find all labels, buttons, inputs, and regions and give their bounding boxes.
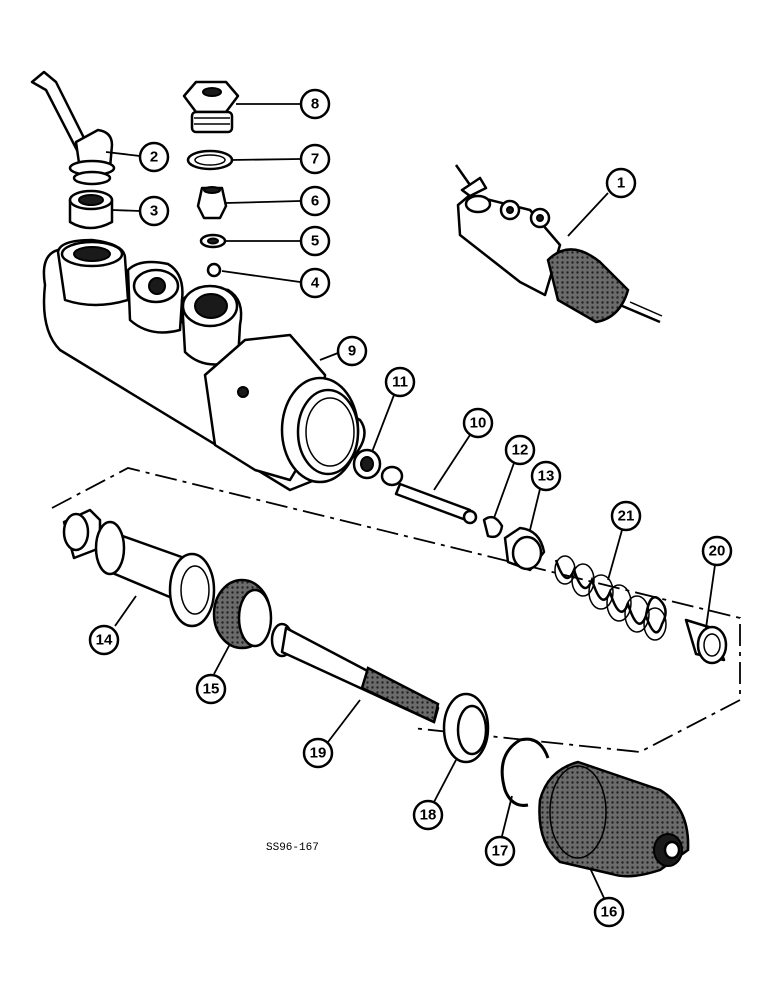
leader-lines [105, 103, 716, 899]
callout-11: 11 [384, 366, 416, 398]
part-16-boot [538, 760, 690, 878]
callout-8: 8 [299, 88, 331, 120]
callout-17: 17 [484, 835, 516, 867]
callout-7: 7 [299, 143, 331, 175]
callout-4: 4 [299, 267, 331, 299]
part-8-plug [182, 80, 240, 134]
callout-21: 21 [610, 500, 642, 532]
callout-10: 10 [462, 407, 494, 439]
callout-15: 15 [195, 673, 227, 705]
callout-12: 12 [504, 434, 536, 466]
assembled-cylinder [454, 164, 663, 324]
callout-5: 5 [299, 225, 331, 257]
svg-text:5: 5 [311, 233, 319, 250]
part-19-push-rod [270, 622, 440, 724]
part-2-fitting [30, 70, 116, 186]
part-14-piston [62, 508, 216, 628]
callout-6: 6 [299, 185, 331, 217]
svg-text:19: 19 [310, 745, 327, 762]
svg-text:18: 18 [420, 807, 437, 824]
part-10-stem [380, 465, 478, 525]
svg-text:7: 7 [311, 151, 319, 168]
part-15-seal-cup [212, 578, 273, 650]
callout-18: 18 [412, 799, 444, 831]
svg-text:2: 2 [150, 149, 158, 166]
svg-text:17: 17 [492, 843, 509, 860]
svg-text:6: 6 [311, 193, 319, 210]
svg-text:16: 16 [601, 904, 618, 921]
part-18-washer [442, 692, 490, 764]
part-4-ball [206, 262, 222, 278]
part-3-bush [68, 189, 114, 230]
svg-text:3: 3 [150, 203, 158, 220]
svg-text:11: 11 [392, 374, 408, 391]
callout-1: 1 [605, 167, 637, 199]
part-17-circlip [500, 737, 550, 807]
figure-code: SS96-167 [266, 842, 319, 854]
callout-13: 13 [530, 460, 562, 492]
svg-text:4: 4 [311, 275, 320, 292]
svg-text:14: 14 [96, 632, 113, 649]
svg-text:21: 21 [618, 508, 635, 525]
svg-text:15: 15 [203, 681, 220, 698]
part-21-spring [554, 555, 667, 641]
callout-20: 20 [701, 535, 733, 567]
svg-text:8: 8 [311, 96, 319, 113]
callout-19: 19 [302, 737, 334, 769]
callout-14: 14 [88, 624, 120, 656]
svg-text:13: 13 [538, 468, 555, 485]
callout-3: 3 [138, 195, 170, 227]
part-13-spring-seat [503, 526, 546, 572]
svg-text:1: 1 [617, 175, 625, 192]
callout-2: 2 [138, 141, 170, 173]
svg-text:20: 20 [709, 543, 726, 560]
svg-text:10: 10 [470, 415, 487, 432]
part-12-retainer [482, 515, 504, 539]
part-6-valve [196, 186, 228, 220]
part-20-sleeve [684, 618, 728, 665]
callout-16: 16 [593, 896, 625, 928]
callout-9: 9 [336, 335, 368, 367]
svg-text:12: 12 [512, 442, 529, 459]
cylinder-body [42, 238, 366, 492]
svg-text:9: 9 [348, 343, 356, 360]
